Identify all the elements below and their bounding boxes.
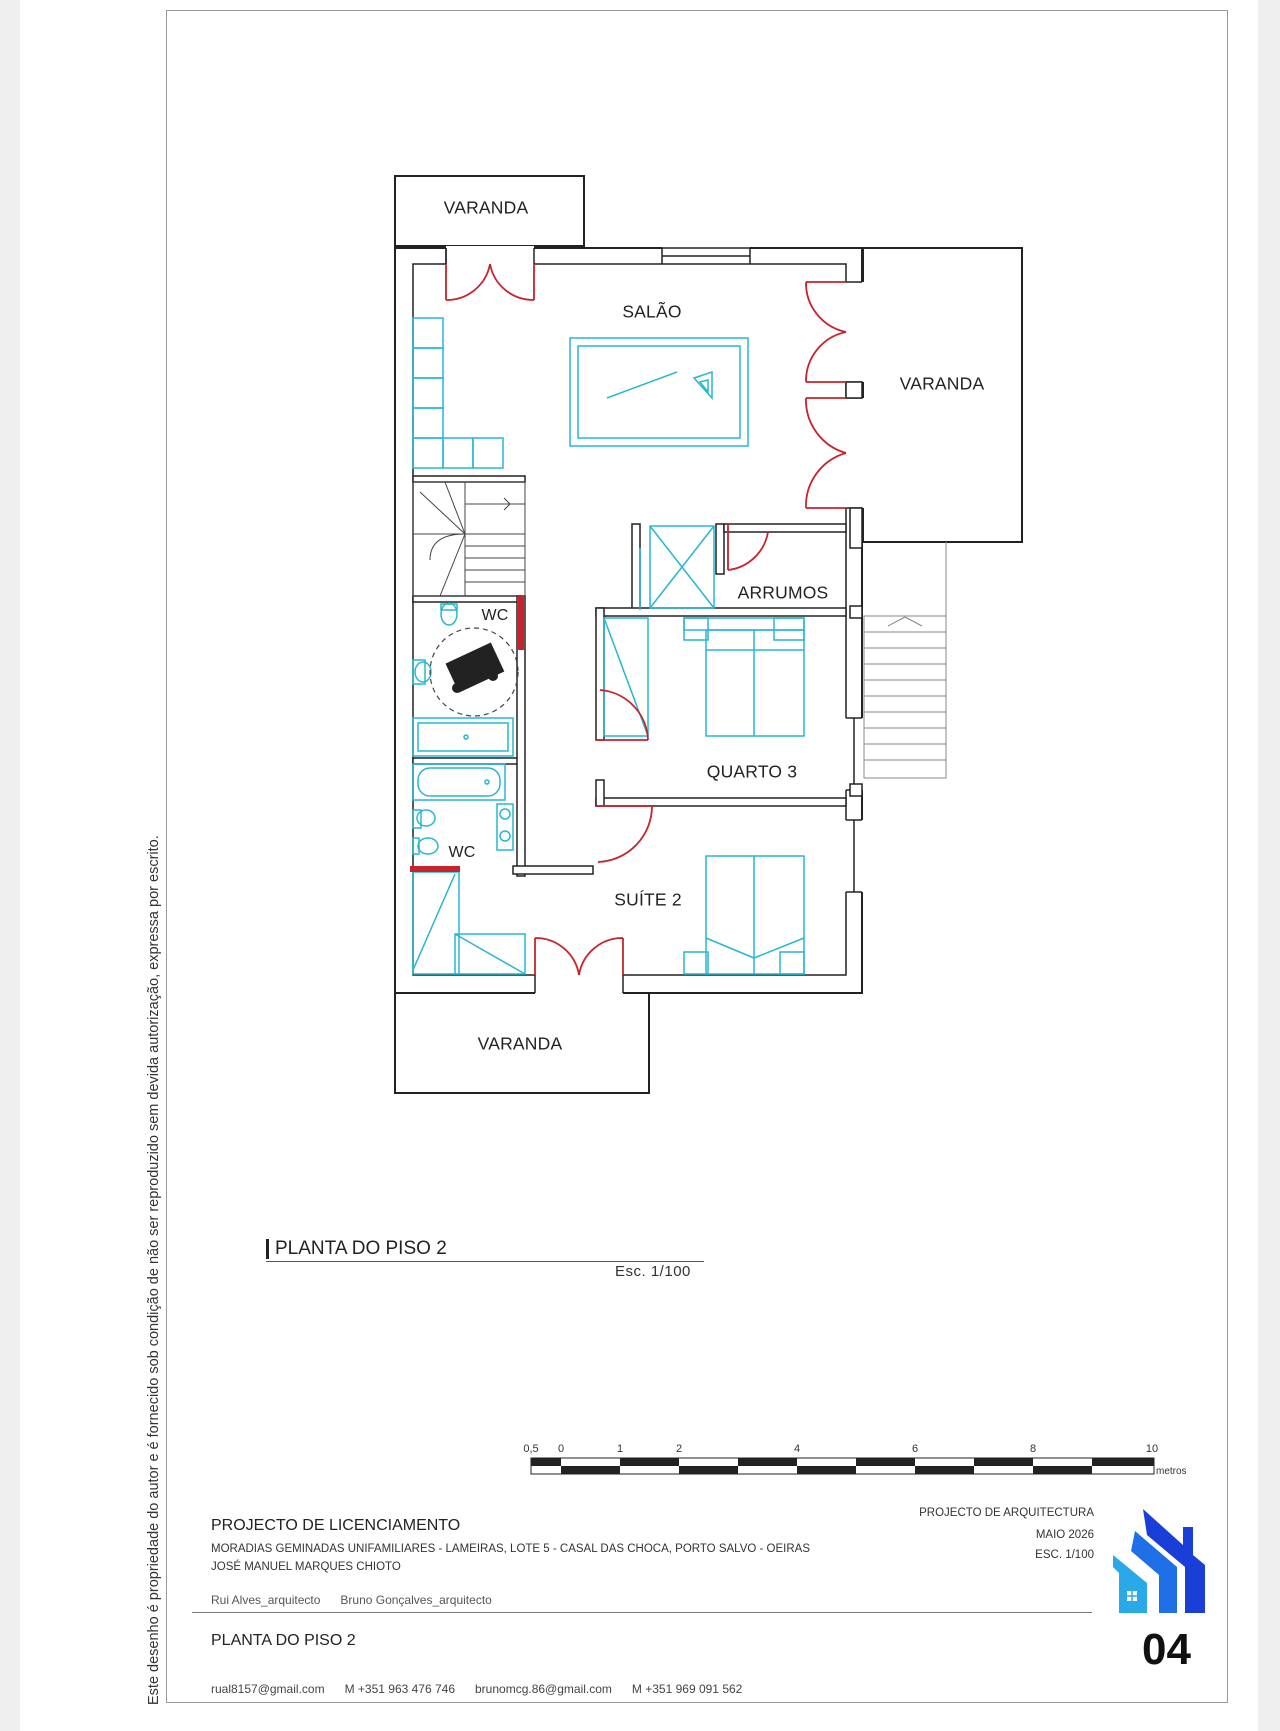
scale-label-1: 0 — [557, 1443, 565, 1455]
paper-sheet — [20, 0, 1258, 1731]
room-label-suite-2: SUÍTE 2 — [614, 889, 682, 910]
room-label-arrumos: ARRUMOS — [737, 582, 829, 603]
exterior-wall-outer — [394, 247, 863, 994]
door-top-right — [489, 263, 535, 301]
balcony-right-outline — [862, 247, 1023, 543]
scale-label-3: 2 — [675, 1443, 683, 1455]
house-logo-icon — [1113, 1509, 1205, 1613]
sheet-number: 04 — [1142, 1625, 1191, 1674]
scale-label-6: 8 — [1029, 1443, 1037, 1455]
drawing-scale: Esc. 1/100 — [615, 1263, 691, 1280]
scale-label-5: 6 — [911, 1443, 919, 1455]
title-block-scale: ESC. 1/100 — [1035, 1549, 1094, 1561]
exterior-stair — [863, 542, 947, 779]
project-type: PROJECTO DE LICENCIAMENTO — [211, 1517, 461, 1534]
scale-label-4: 4 — [793, 1443, 801, 1455]
drawing-title: PLANTA DO PISO 2 — [266, 1239, 447, 1259]
room-label-wc-upper: WC — [481, 607, 509, 624]
interior-stair — [412, 481, 526, 597]
contacts: rual8157@gmail.com M +351 963 476 746 br… — [211, 1682, 743, 1696]
room-label-quarto-3: QUARTO 3 — [706, 761, 798, 782]
room-label-varanda-top: VARANDA — [443, 197, 529, 218]
architects: Rui Alves_arquitecto Bruno Gonçalves_arq… — [211, 1593, 492, 1607]
title-block-rule — [192, 1612, 1092, 1613]
scale-label-0: 0,5 — [523, 1443, 539, 1455]
drawing-title-rule — [266, 1261, 704, 1262]
room-label-salao: SALÃO — [622, 301, 682, 322]
drawing-frame — [166, 10, 1228, 1703]
project-date: MAIO 2026 — [1035, 1529, 1094, 1541]
room-label-wc-lower: WC — [448, 844, 476, 861]
scale-label-2: 1 — [616, 1443, 624, 1455]
scale-label-7: 10 — [1145, 1443, 1159, 1455]
client-name: JOSÉ MANUEL MARQUES CHIOTO — [211, 1561, 401, 1573]
door-top-left — [445, 263, 491, 301]
door-bottom-left — [534, 937, 580, 976]
pool-table — [569, 337, 749, 447]
project-description: MORADIAS GEMINADAS UNIFAMILIARES - LAMEI… — [211, 1543, 810, 1555]
scale-unit: metros — [1156, 1466, 1187, 1477]
room-label-varanda-right: VARANDA — [899, 373, 985, 394]
sliding-doors — [410, 596, 524, 872]
room-label-varanda-bottom: VARANDA — [477, 1033, 563, 1054]
door-east-1 — [805, 281, 847, 333]
door-swings — [445, 263, 847, 976]
wheelchair-symbol — [429, 627, 519, 717]
furniture — [412, 317, 805, 975]
project-specialty: PROJECTO DE ARQUITECTURA — [919, 1507, 1094, 1519]
door-bottom-right — [578, 937, 624, 976]
sheet-title: PLANTA DO PISO 2 — [211, 1632, 356, 1649]
exterior-wall-inner — [412, 263, 847, 976]
